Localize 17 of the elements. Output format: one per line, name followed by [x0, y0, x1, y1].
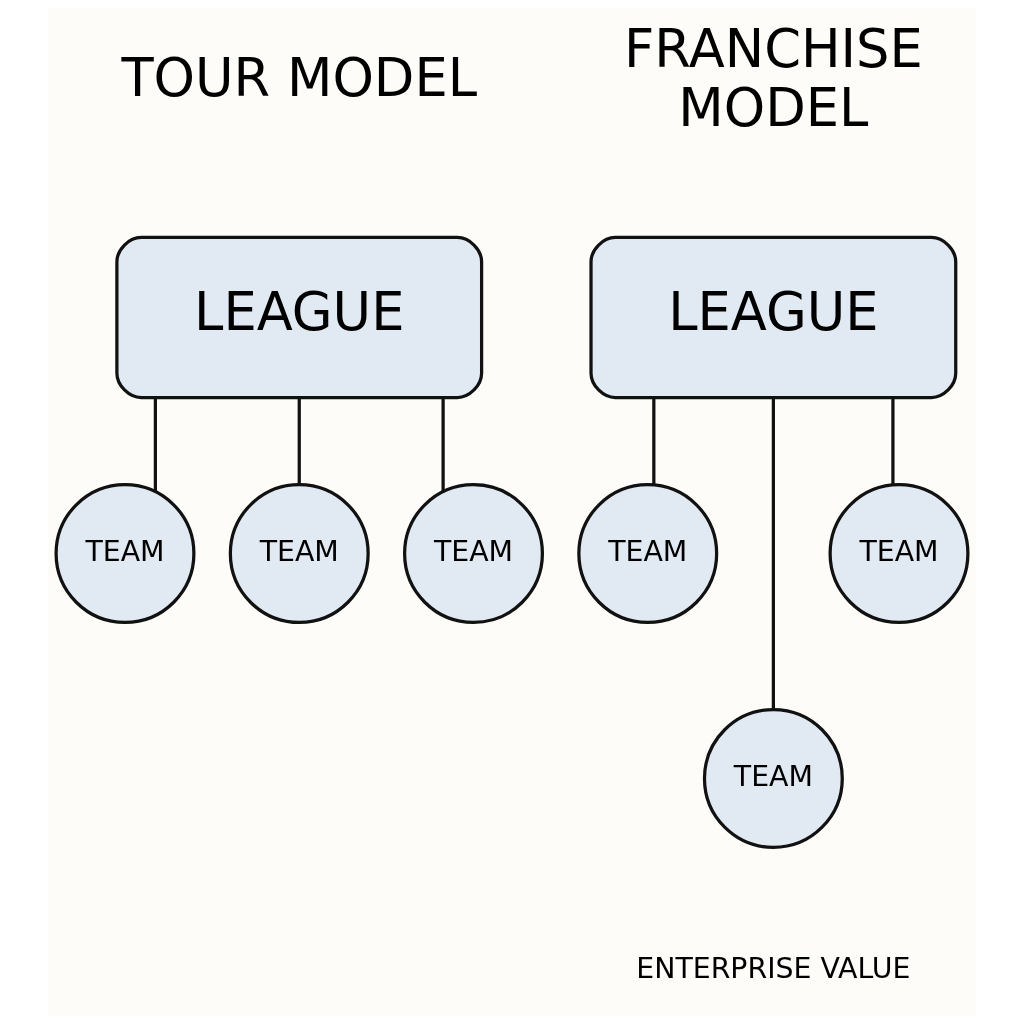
- node-box: LEAGUE: [589, 235, 958, 400]
- connector: [153, 398, 157, 492]
- connector: [441, 398, 445, 492]
- node-label: ENTERPRISE VALUE: [636, 952, 911, 986]
- node-circle: TEAM: [828, 483, 970, 625]
- connector: [652, 398, 656, 485]
- node-circle: TEAM: [228, 483, 370, 625]
- node-circle: TEAM: [403, 483, 544, 625]
- node-circle: TEAM: [577, 483, 719, 625]
- connector: [771, 397, 775, 709]
- node-circle: TEAM: [54, 483, 196, 625]
- node-box: LEAGUE: [115, 235, 484, 400]
- node-circle: TEAM: [702, 707, 844, 849]
- connector: [297, 398, 301, 485]
- label: TOUR MODEL: [121, 47, 478, 109]
- label: FRANCHISE MODEL: [623, 17, 923, 138]
- connector: [891, 398, 895, 485]
